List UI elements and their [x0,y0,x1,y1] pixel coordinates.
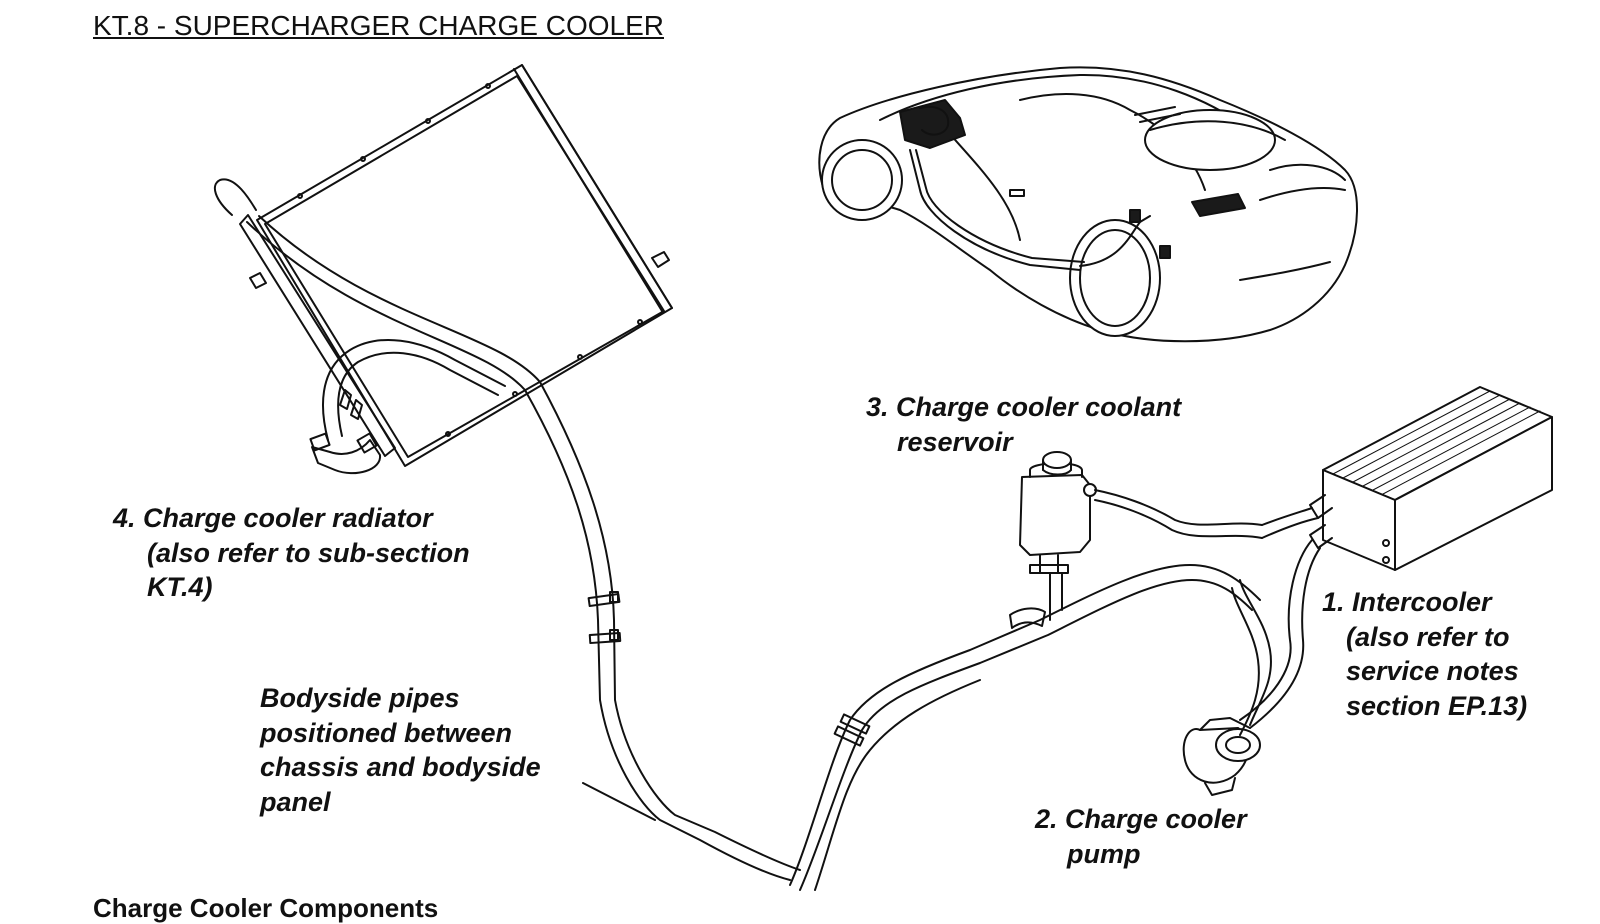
callout-line: pump [1067,838,1141,869]
radiator-callout: 4. Charge cooler radiator (also refer to… [113,501,470,605]
callout-line: service notes [1346,656,1519,686]
callout-line: 3. Charge cooler coolant [866,392,1182,422]
charge-cooler-radiator [213,64,673,475]
bodyside-pipes [246,215,1261,891]
car-illustration [818,66,1358,343]
page-title: KT.8 - SUPERCHARGER CHARGE COOLER [93,10,664,41]
callout-line: 1. Intercooler [1322,587,1492,617]
callout-line: panel [260,786,331,817]
callout-line: reservoir [897,426,1013,457]
callout-line: section EP.13) [1346,690,1528,721]
bodyside-pipes-callout: Bodyside pipes positioned between chassi… [260,681,541,819]
callout-line: 4. Charge cooler radiator [113,503,433,533]
charge-cooler-pump [1182,579,1272,796]
callout-line: Bodyside pipes [260,683,460,713]
callout-line: chassis and bodyside [260,752,541,782]
callout-line: positioned between [260,717,513,748]
intercooler-callout: 1. Intercooler (also refer to service no… [1322,585,1527,723]
callout-line: (also refer to sub-section [147,537,470,568]
section-heading: Charge Cooler Components [93,893,439,923]
intercooler [1239,386,1553,729]
charge-cooler-diagram [213,64,1553,891]
callout-line: (also refer to [1346,621,1510,652]
callout-line: 2. Charge cooler [1035,804,1247,834]
reservoir-callout: 3. Charge cooler coolant reservoir [866,390,1181,459]
callout-line: KT.4) [147,572,213,602]
pump-callout: 2. Charge cooler pump [1035,802,1247,871]
coolant-reservoir [1019,451,1263,621]
